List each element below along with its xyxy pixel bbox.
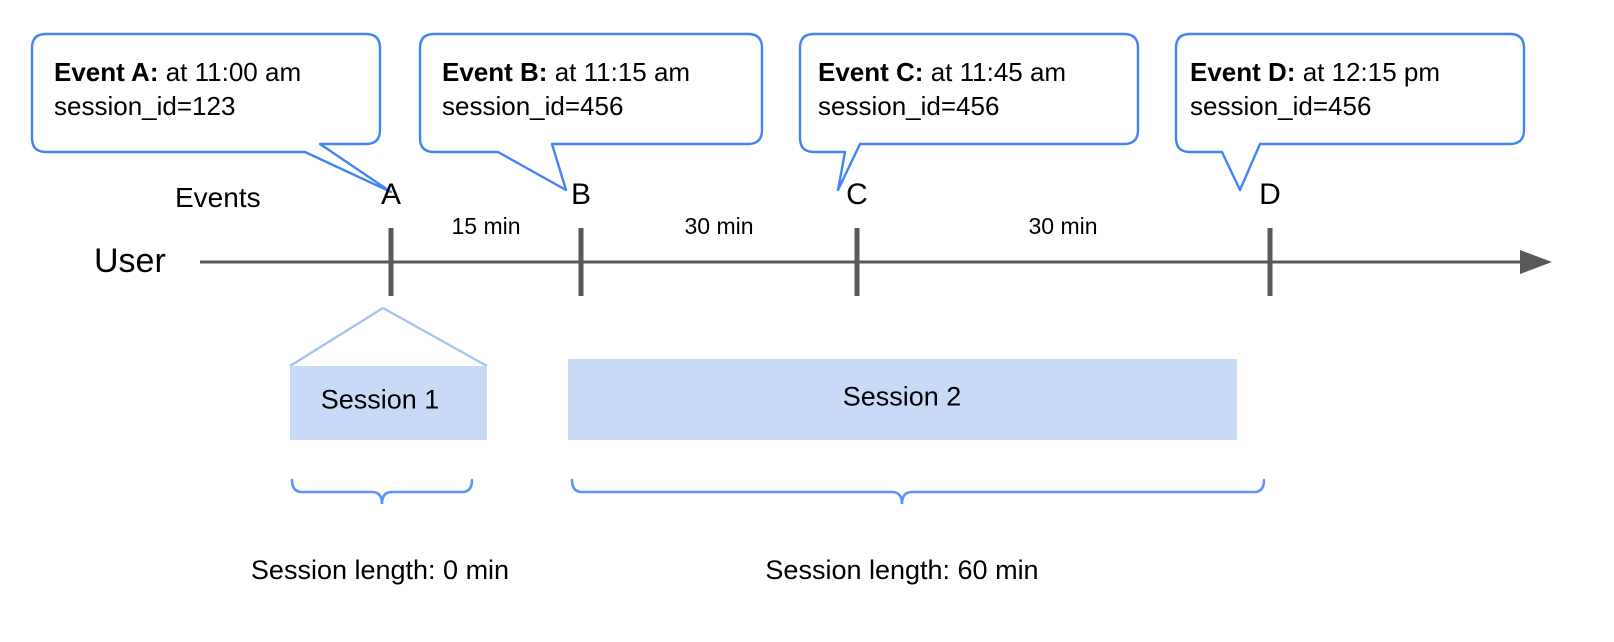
session-length-label-2: Session length: 60 min (765, 555, 1039, 585)
callout-box-c (798, 32, 1140, 192)
callout-box-d (1174, 32, 1526, 192)
session2-length-brace (570, 478, 1266, 505)
callout-b-session: session_id=456 (442, 91, 624, 121)
callout-d-time: at 12:15 pm (1295, 57, 1441, 87)
event-letter-c: C (846, 178, 868, 211)
callout-box-b (418, 32, 764, 192)
lane-label-user: User (94, 242, 166, 280)
callout-d-session: session_id=456 (1190, 91, 1372, 121)
gap-label-b-c: 30 min (684, 213, 754, 239)
session-bar-label-2: Session 2 (842, 381, 962, 412)
callout-text-d: Event D: at 12:15 pm session_id=456 (1190, 55, 1440, 123)
callout-a-session: session_id=123 (54, 91, 236, 121)
callout-box-a (30, 32, 393, 194)
callout-c-session: session_id=456 (818, 91, 1000, 121)
gap-label-a-b: 15 min (451, 213, 521, 239)
session1-connector (289, 306, 488, 368)
gap-label-c-d: 30 min (1028, 213, 1098, 239)
session-length-label-1: Session length: 0 min (250, 555, 510, 585)
callout-a-lead: Event A: (54, 57, 159, 87)
event-letter-a: A (380, 178, 402, 211)
session-bar-2 (568, 359, 1237, 440)
callout-c-lead: Event C: (818, 57, 924, 87)
timeline-axis (200, 250, 1552, 274)
event-letter-d: D (1259, 178, 1281, 211)
session-bar-label-1: Session 1 (320, 384, 440, 415)
callout-a-time: at 11:00 am (158, 57, 302, 87)
callout-b-time: at 11:15 am (547, 57, 691, 87)
callout-d-lead: Event D: (1190, 57, 1296, 87)
session-bar-1 (290, 366, 487, 440)
callout-text-c: Event C: at 11:45 am session_id=456 (818, 55, 1066, 123)
callout-b-lead: Event B: (442, 57, 548, 87)
callout-text-a: Event A: at 11:00 am session_id=123 (54, 55, 301, 123)
callout-text-b: Event B: at 11:15 am session_id=456 (442, 55, 690, 123)
event-letter-b: B (570, 178, 592, 211)
lane-label-events: Events (175, 182, 261, 213)
session1-length-brace (290, 478, 474, 505)
callout-c-time: at 11:45 am (923, 57, 1067, 87)
